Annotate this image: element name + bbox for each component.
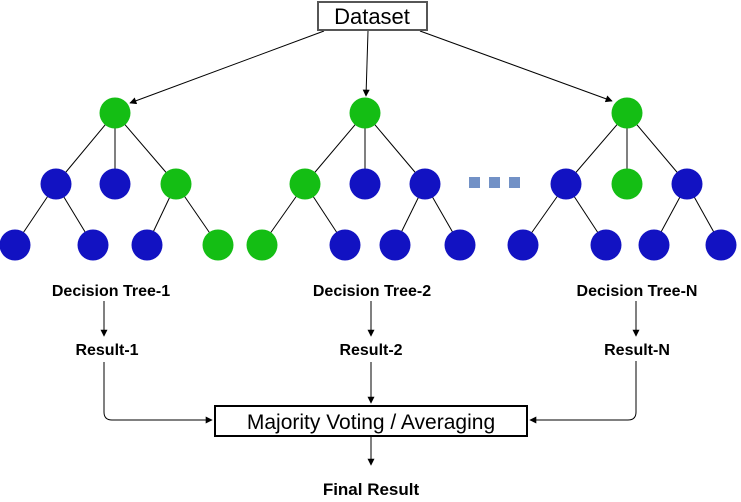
tree-node-blue <box>349 168 381 200</box>
ellipsis-layer <box>469 177 520 188</box>
tree-node-blue <box>40 168 72 200</box>
tree-node-green <box>289 168 321 200</box>
majority-voting-label: Majority Voting / Averaging <box>247 411 495 434</box>
tree-node-blue <box>638 229 670 261</box>
boxes-layer <box>214 1 528 437</box>
tree-node-blue <box>0 229 31 261</box>
tree-node-blue <box>507 229 539 261</box>
tree-node-green <box>349 97 381 129</box>
tree-node-blue <box>329 229 361 261</box>
tree-node-blue <box>444 229 476 261</box>
resultN-to-voting-connector <box>529 361 637 424</box>
ellipsis-dot <box>509 177 520 188</box>
tree-node-blue <box>705 229 737 261</box>
final-result-label: Final Result <box>323 480 420 499</box>
tree-node-blue <box>131 229 163 261</box>
tree-edge <box>565 112 628 185</box>
tree-node-green <box>99 97 131 129</box>
ellipsis-dot <box>489 177 500 188</box>
tree-node-blue <box>409 168 441 200</box>
tree-node-blue <box>99 168 131 200</box>
dataset-label: Dataset <box>334 4 410 29</box>
tree-node-blue <box>77 229 109 261</box>
result1-to-voting-connector <box>103 362 213 424</box>
tree-node-blue <box>379 229 411 261</box>
decision-tree-label: Decision Tree-N <box>577 283 698 300</box>
tree-node-green <box>160 168 192 200</box>
tree-node-green <box>611 97 643 129</box>
decision-tree-label: Decision Tree-2 <box>313 283 431 300</box>
tree-node-blue <box>550 168 582 200</box>
result-label: Result-2 <box>339 342 402 359</box>
tree-nodes-layer <box>0 97 737 261</box>
decision-tree-label: Decision Tree-1 <box>52 283 170 300</box>
ellipsis-dot <box>469 177 480 188</box>
tree-node-green <box>246 229 278 261</box>
tree-node-blue <box>590 229 622 261</box>
result-label: Result-1 <box>75 342 138 359</box>
dataset-to-treeN-arrow <box>419 30 613 103</box>
majority-voting-box <box>214 405 528 437</box>
result-label: Result-N <box>604 342 670 359</box>
connectors-layer <box>100 30 640 466</box>
tree-edge <box>114 112 177 185</box>
tree-node-green <box>202 229 234 261</box>
tree-node-blue <box>671 168 703 200</box>
tree-node-green <box>611 168 643 200</box>
dataset-to-tree1-arrow <box>129 30 325 105</box>
dataset-to-tree2-arrow <box>362 30 370 97</box>
dataset-box <box>317 1 428 31</box>
